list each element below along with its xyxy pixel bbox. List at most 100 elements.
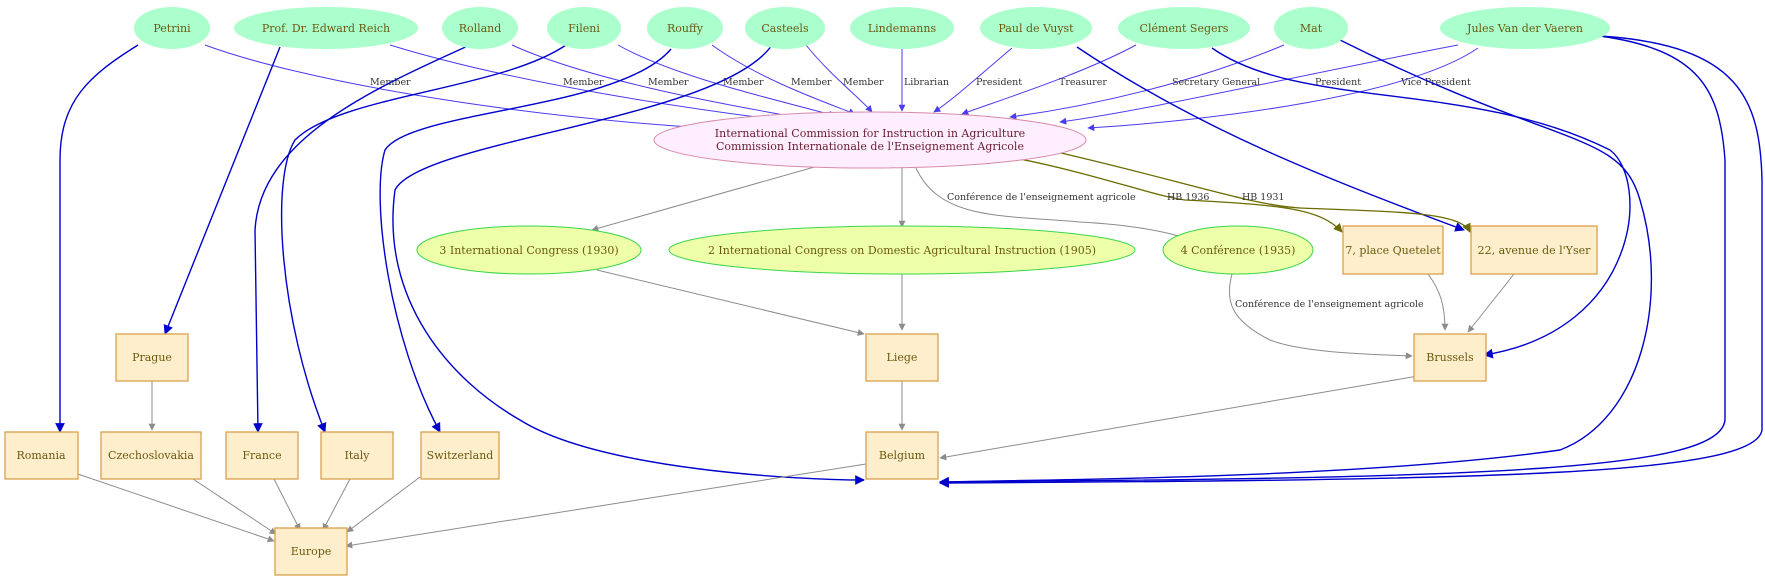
person-node-rouffy[interactable]: Rouffy [647, 7, 723, 49]
edge-vaeren-belgium-2 [939, 35, 1763, 488]
label-member-reich: Member [563, 77, 604, 88]
place-nodes: 7, place Quetelet 22, avenue de l'Yser P… [4, 225, 1598, 576]
label-hb1936: HB 1936 [1167, 192, 1209, 203]
edge-brussels-belgium [939, 375, 1419, 461]
label-president-vuyst: President [976, 77, 1022, 88]
organization-name-fr: Commission Internationale de l'Enseignem… [716, 140, 1024, 153]
edge-vuyst-commission [933, 47, 1013, 113]
label-secretary-general: Secretary General [1172, 77, 1260, 88]
place-node-liege[interactable]: Liege [865, 333, 939, 382]
person-label: Casteels [761, 22, 809, 35]
event-node-conf1935[interactable]: 4 Conférence (1935) [1162, 225, 1314, 275]
edge-rolland-commission [511, 44, 801, 121]
person-node-mat[interactable]: Mat [1274, 7, 1348, 49]
edge-petrini-commission [204, 44, 706, 132]
person-node-fileni[interactable]: Fileni [547, 7, 621, 49]
edge-switzerland-europe [346, 476, 421, 533]
person-node-rolland[interactable]: Rolland [442, 7, 518, 49]
event-label: 3 International Congress (1930) [439, 244, 618, 257]
place-node-romania[interactable]: Romania [4, 431, 79, 480]
person-node-segers[interactable]: Clément Segers [1118, 7, 1250, 49]
edge-yser-brussels [1467, 273, 1515, 333]
edge-casteels-commission [805, 44, 873, 113]
person-label: Petrini [153, 22, 191, 35]
role-edges [204, 44, 1479, 132]
place-node-yser[interactable]: 22, avenue de l'Yser [1470, 225, 1598, 275]
place-label: Brussels [1426, 351, 1474, 364]
place-node-quetelet[interactable]: 7, place Quetelet [1342, 225, 1444, 275]
event-node-congress1905[interactable]: 2 International Congress on Domestic Agr… [668, 225, 1136, 275]
person-label: Lindemanns [868, 22, 937, 35]
place-node-belgium[interactable]: Belgium [865, 431, 939, 480]
place-node-italy[interactable]: Italy [320, 431, 394, 480]
event-label: 2 International Congress on Domestic Agr… [708, 244, 1096, 257]
edge-casteels-belgium [392, 44, 865, 485]
edge-fileni-commission [617, 44, 836, 118]
edge-belgium-europe [345, 463, 867, 549]
label-member-casteels: Member [843, 77, 884, 88]
person-node-casteels[interactable]: Casteels [745, 7, 825, 49]
edge-conf1935-brussels [1228, 273, 1413, 360]
location-edges [55, 35, 1763, 488]
edge-reich-commission [389, 44, 781, 123]
person-node-reich[interactable]: Prof. Dr. Edward Reich [234, 7, 418, 49]
edge-vaeren-commission-president [1059, 44, 1459, 125]
edge-commission-congress1930 [591, 165, 819, 232]
person-label: Prof. Dr. Edward Reich [262, 22, 390, 35]
place-node-switzerland[interactable]: Switzerland [420, 431, 500, 480]
person-label: Fileni [568, 22, 600, 35]
edge-mat-belgium [939, 39, 1653, 487]
edge-commission-conf1935 [915, 167, 1191, 241]
person-node-lindemanns[interactable]: Lindemanns [850, 7, 954, 49]
edge-vaeren-belgium-1 [939, 35, 1726, 487]
person-label: Mat [1300, 22, 1323, 35]
person-label: Paul de Vuyst [998, 22, 1074, 35]
label-vice-president: Vice President [1400, 77, 1471, 88]
place-node-brussels[interactable]: Brussels [1413, 333, 1487, 382]
label-president-vaeren: President [1315, 77, 1361, 88]
edge-segers-brussels [1211, 47, 1631, 359]
edge-commission-yser [1047, 149, 1471, 233]
edge-petrini-romania [55, 44, 139, 433]
place-label: Belgium [879, 449, 926, 462]
edge-rouffy-commission [711, 44, 856, 115]
organization-node[interactable]: International Commission for Instruction… [653, 111, 1087, 169]
label-member-rolland: Member [648, 77, 689, 88]
event-node-congress1930[interactable]: 3 International Congress (1930) [416, 225, 642, 275]
label-librarian: Librarian [904, 77, 949, 88]
place-label: Czechoslovakia [108, 449, 194, 462]
place-label: Switzerland [427, 449, 494, 462]
hb-edges [1014, 149, 1471, 233]
place-node-europe[interactable]: Europe [274, 527, 348, 576]
edge-fileni-italy [280, 44, 567, 433]
edge-italy-europe [322, 478, 351, 531]
person-node-vaeren[interactable]: Jules Van der Vaeren [1440, 7, 1610, 49]
person-node-vuyst[interactable]: Paul de Vuyst [980, 7, 1092, 49]
label-member-fileni: Member [723, 77, 764, 88]
place-label: 7, place Quetelet [1345, 244, 1441, 257]
person-label: Jules Van der Vaeren [1466, 22, 1583, 35]
edge-romania-europe [74, 472, 275, 543]
edge-segers-commission [961, 44, 1137, 116]
edge-commission-quetelet [1014, 157, 1343, 233]
event-nodes: 3 International Congress (1930) 2 Intern… [416, 225, 1314, 275]
place-label: Romania [16, 449, 65, 462]
edge-vuyst-yser [1076, 46, 1465, 232]
place-label: 22, avenue de l'Yser [1478, 244, 1591, 257]
place-node-prague[interactable]: Prague [115, 333, 189, 382]
place-node-france[interactable]: France [225, 431, 299, 480]
label-conference-brussels: Conférence de l'enseignement agricole [1235, 299, 1424, 310]
place-label: Italy [344, 449, 370, 462]
person-label: Rouffy [667, 22, 704, 35]
label-conference-commission: Conférence de l'enseignement agricole [947, 192, 1136, 203]
edge-reich-prague [163, 46, 281, 335]
edge-vaeren-commission-vicepresident [1087, 47, 1479, 132]
person-node-petrini[interactable]: Petrini [134, 7, 210, 49]
edge-quetelet-brussels [1427, 273, 1449, 331]
label-hb1931: HB 1931 [1242, 192, 1284, 203]
person-label: Rolland [459, 22, 502, 35]
organization-name-en: International Commission for Instruction… [715, 127, 1025, 140]
place-label: Liege [887, 351, 918, 364]
place-node-czechoslovakia[interactable]: Czechoslovakia [100, 431, 202, 480]
